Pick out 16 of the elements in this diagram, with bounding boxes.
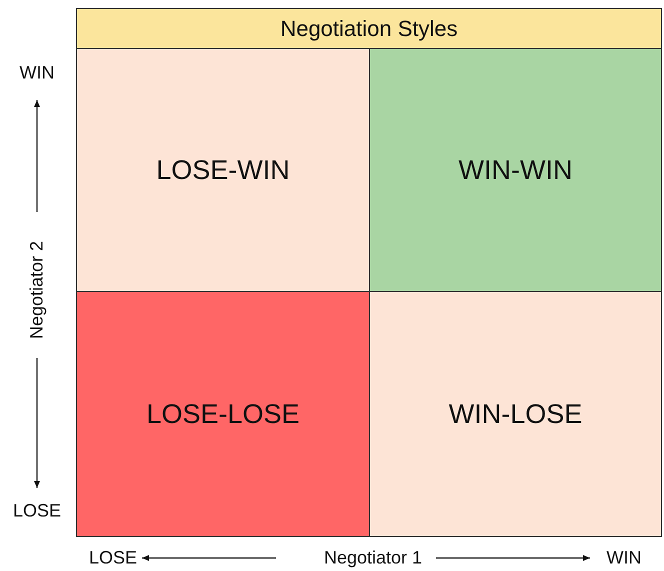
axis-end-label: LOSE — [12, 500, 62, 522]
title-band — [76, 8, 662, 49]
axis-end-label: WIN — [20, 62, 54, 84]
title: Negotiation Styles — [280, 16, 458, 42]
quadrant-label: LOSE-LOSE — [146, 398, 300, 430]
quadrant-label: LOSE-WIN — [156, 154, 290, 186]
quadrant-label: WIN-LOSE — [448, 398, 582, 430]
quadrant — [76, 48, 370, 292]
axis-title: Negotiator 1 — [324, 548, 422, 568]
quadrant-label: WIN-WIN — [458, 154, 572, 186]
quadrant — [369, 291, 662, 537]
quadrant — [76, 291, 370, 537]
axis-end-label: WIN — [606, 548, 642, 568]
axis-title: Negotiator 2 — [26, 240, 48, 340]
axis-end-label: LOSE — [88, 548, 138, 568]
quadrant — [369, 48, 662, 292]
